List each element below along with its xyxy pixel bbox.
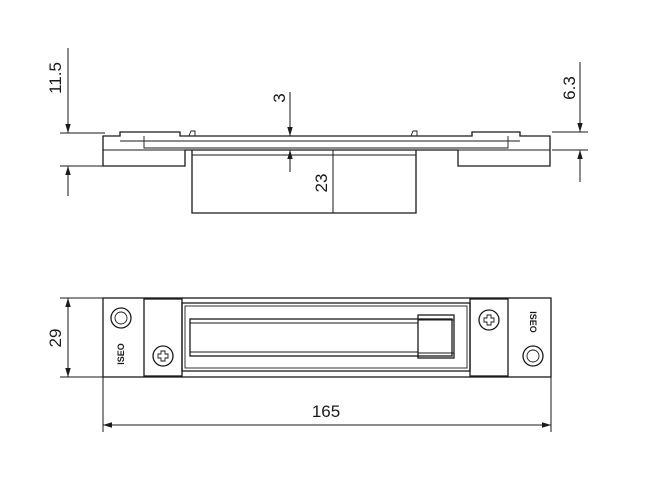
dim-flange-thickness: 3 xyxy=(270,92,293,172)
dim-body-depth: 23 xyxy=(312,150,334,213)
left-block xyxy=(143,298,183,377)
dim-end-plate-height: 6.3 xyxy=(552,62,588,182)
right-mounting-hole xyxy=(522,345,544,367)
center-frame xyxy=(181,302,471,372)
dim-label-11-5: 11.5 xyxy=(46,62,65,94)
flange-plate xyxy=(102,131,551,167)
dim-label-29: 29 xyxy=(46,329,65,348)
left-mounting-hole xyxy=(110,307,132,329)
dim-label-3: 3 xyxy=(270,93,289,102)
dim-label-6-3: 6.3 xyxy=(560,76,579,100)
front-plate xyxy=(102,297,552,378)
latch-slot xyxy=(189,318,453,357)
dim-side-overall-height: 11.5 xyxy=(46,48,105,196)
side-view xyxy=(102,130,551,214)
dim-label-23: 23 xyxy=(312,174,331,193)
strike-body xyxy=(191,150,417,214)
left-screw-icon xyxy=(152,345,174,367)
dim-label-165: 165 xyxy=(312,402,340,421)
flange-inner-line xyxy=(143,136,509,149)
dim-overall-length: 165 xyxy=(102,377,552,432)
brand-mark-left: ISEO xyxy=(116,343,126,365)
front-view: ISEO ISEO xyxy=(102,297,552,378)
right-screw-icon xyxy=(478,309,500,331)
latch-bolt xyxy=(417,314,455,359)
brand-mark-right: ISEO xyxy=(528,311,538,333)
dim-overall-width: 29 xyxy=(46,297,103,378)
